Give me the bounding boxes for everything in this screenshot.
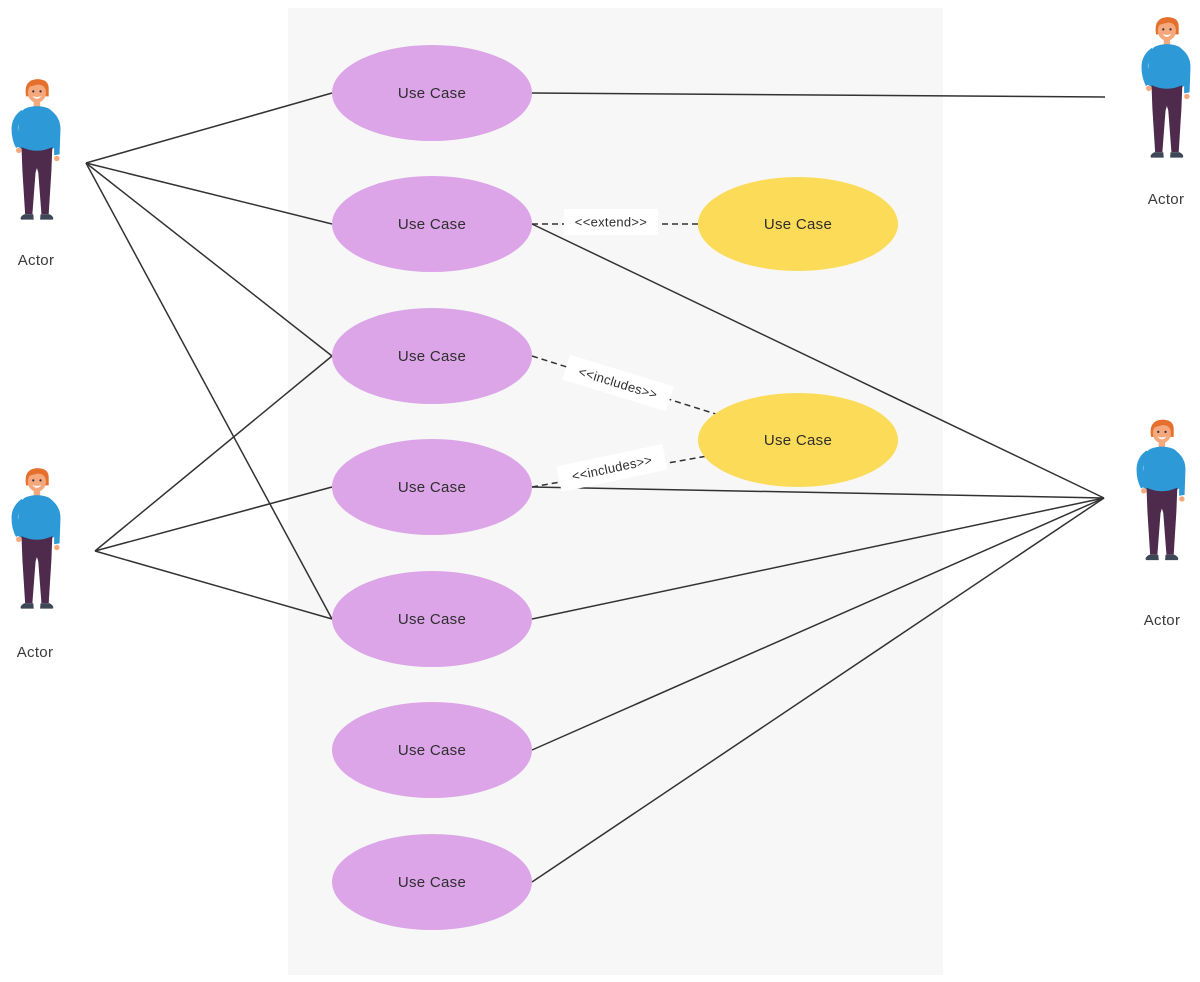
use-case-label: Use Case xyxy=(398,611,466,628)
actor-figure-icon xyxy=(1136,419,1186,561)
association-actor-bottom-left-uc5[interactable] xyxy=(94,550,333,620)
use-case-ellipse[interactable] xyxy=(332,439,532,535)
use-case-label: Use Case xyxy=(764,216,832,233)
stereotype-label-uc2-uc8: <<extend>> xyxy=(564,209,658,235)
actor-label: Actor xyxy=(17,644,54,661)
stereotype-label-bg xyxy=(562,354,674,412)
use-case-uc7[interactable]: Use Case xyxy=(332,834,532,930)
use-case-ellipse[interactable] xyxy=(698,177,898,271)
use-case-ellipse[interactable] xyxy=(332,308,532,404)
actor-label: Actor xyxy=(1144,612,1181,629)
association-uc5-actor-mid-right[interactable] xyxy=(531,497,1105,620)
use-case-label: Use Case xyxy=(764,432,832,449)
association-uc6-actor-mid-right[interactable] xyxy=(531,497,1105,751)
use-case-label: Use Case xyxy=(398,479,466,496)
use-case-uc4[interactable]: Use Case xyxy=(332,439,532,535)
stereotype-label-bg xyxy=(556,444,668,492)
use-case-ellipse[interactable] xyxy=(332,45,532,141)
use-case-label: Use Case xyxy=(398,874,466,891)
actor-mid-right[interactable]: Actor xyxy=(1136,419,1186,629)
association-actor-top-left-uc5[interactable] xyxy=(85,162,333,620)
association-actor-bottom-left-uc3[interactable] xyxy=(94,355,333,552)
use-case-ellipse[interactable] xyxy=(698,393,898,487)
actor-figure-icon xyxy=(11,468,61,609)
actor-label: Actor xyxy=(18,252,55,269)
use-case-ellipse[interactable] xyxy=(332,176,532,272)
stereotype-label-text: <<extend>> xyxy=(575,215,647,230)
stereotype-label-bg xyxy=(564,209,658,235)
use-case-label: Use Case xyxy=(398,348,466,365)
actor-bottom-left[interactable]: Actor xyxy=(11,468,61,661)
association-uc7-actor-mid-right[interactable] xyxy=(531,497,1105,883)
use-case-ellipse[interactable] xyxy=(332,571,532,667)
use-case-label: Use Case xyxy=(398,742,466,759)
use-case-uc5[interactable]: Use Case xyxy=(332,571,532,667)
association-actor-top-left-uc1[interactable] xyxy=(85,92,333,164)
use-case-label: Use Case xyxy=(398,85,466,102)
actor-figure-icon xyxy=(1141,17,1191,158)
use-case-uc8[interactable]: Use Case xyxy=(698,177,898,271)
use-case-label: Use Case xyxy=(398,216,466,233)
association-uc2-actor-mid-right[interactable] xyxy=(531,223,1105,499)
actor-top-right[interactable]: Actor xyxy=(1141,17,1191,208)
association-uc1-actor-top-right[interactable] xyxy=(531,92,1106,98)
use-case-ellipse[interactable] xyxy=(332,702,532,798)
use-case-uc6[interactable]: Use Case xyxy=(332,702,532,798)
use-case-uc3[interactable]: Use Case xyxy=(332,308,532,404)
use-case-uc1[interactable]: Use Case xyxy=(332,45,532,141)
use-case-uc9[interactable]: Use Case xyxy=(698,393,898,487)
use-case-ellipse[interactable] xyxy=(332,834,532,930)
use-case-uc2[interactable]: Use Case xyxy=(332,176,532,272)
actor-top-left[interactable]: Actor xyxy=(11,79,61,269)
association-actor-top-left-uc2[interactable] xyxy=(85,162,333,225)
actor-label: Actor xyxy=(1148,191,1185,208)
actor-figure-icon xyxy=(11,79,61,220)
association-uc4-actor-mid-right[interactable] xyxy=(531,486,1105,499)
association-actor-top-left-uc3[interactable] xyxy=(85,162,333,357)
association-actor-bottom-left-uc4[interactable] xyxy=(94,486,333,552)
